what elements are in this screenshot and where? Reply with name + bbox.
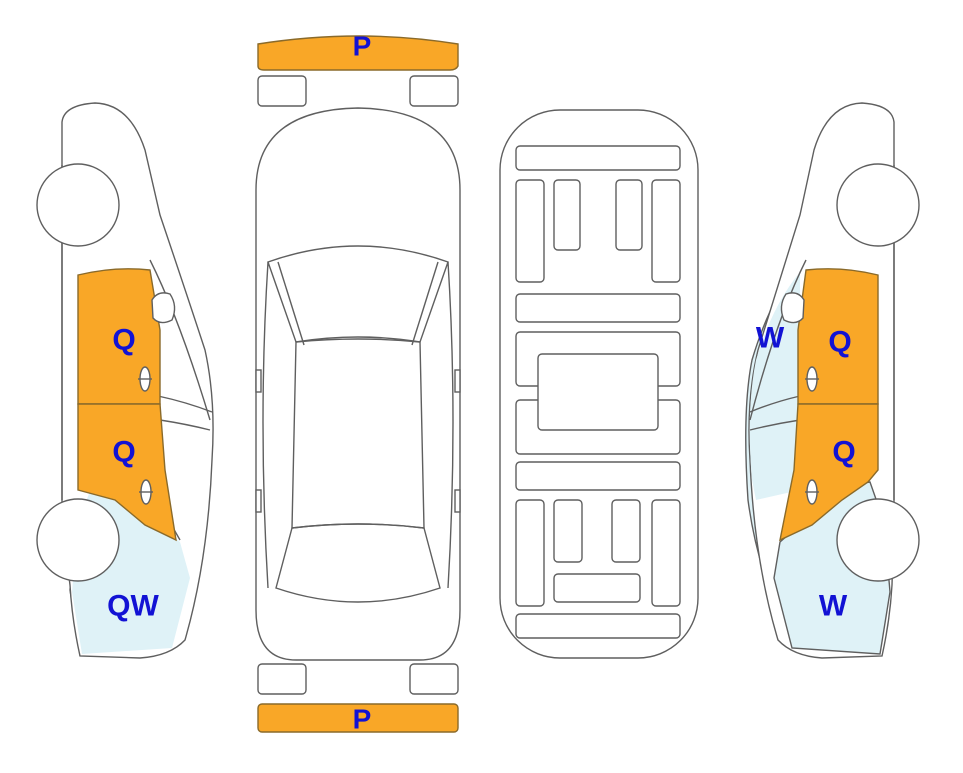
- label-left-rear-door: Q: [112, 436, 135, 469]
- label-right-rear-quarter: W: [819, 590, 848, 623]
- front-bumper-panel[interactable]: [257, 35, 459, 71]
- right-front-wheel: [836, 163, 920, 247]
- rear-left-light: [257, 663, 307, 695]
- damage-labels: P P Q Q QW W Q Q W: [107, 31, 856, 735]
- left-front-door-panel[interactable]: [77, 268, 161, 405]
- label-right-front-door: Q: [828, 326, 851, 359]
- label-left-rear-quarter: QW: [107, 590, 159, 623]
- label-rear-bumper: P: [353, 704, 372, 735]
- top-body-outline: [255, 107, 461, 661]
- label-front-bumper: P: [353, 31, 372, 62]
- left-side-view: [36, 102, 214, 659]
- right-side-view: [745, 102, 920, 659]
- rear-right-light: [409, 663, 459, 695]
- left-front-door-handle: [138, 366, 152, 392]
- label-right-window: W: [756, 322, 785, 355]
- label-right-rear-door: Q: [832, 436, 855, 469]
- label-left-front-door: Q: [112, 324, 135, 357]
- right-front-door-handle: [805, 366, 819, 392]
- front-left-light: [257, 75, 307, 107]
- front-right-light: [409, 75, 459, 107]
- left-rear-door-handle: [139, 479, 153, 505]
- underbody-view: [499, 109, 699, 659]
- left-mirror: [151, 292, 176, 324]
- left-front-wheel: [36, 163, 120, 247]
- rear-bumper-panel[interactable]: [257, 703, 459, 733]
- right-rear-door-handle: [805, 479, 819, 505]
- left-rear-door-panel[interactable]: [77, 403, 177, 542]
- right-mirror: [780, 292, 805, 324]
- top-view: [255, 35, 461, 733]
- right-rear-door-panel[interactable]: [779, 403, 879, 542]
- right-rear-wheel: [836, 498, 920, 582]
- right-front-door-panel[interactable]: [797, 268, 879, 405]
- left-rear-wheel: [36, 498, 120, 582]
